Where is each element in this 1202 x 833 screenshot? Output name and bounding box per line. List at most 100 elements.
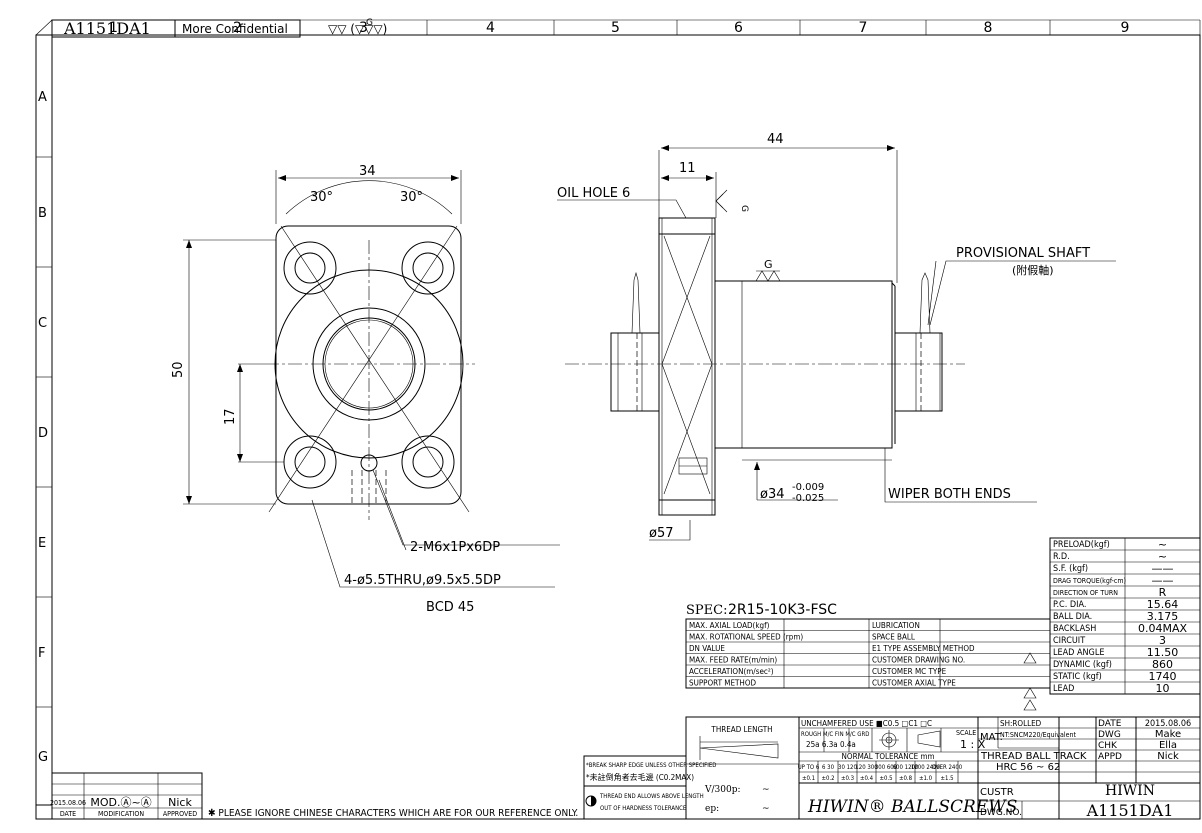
tolerance-range: 120 300 [855, 764, 878, 771]
spec-left-label: SUPPORT METHOD [689, 679, 757, 688]
row-marker-E: E [38, 536, 46, 551]
revision-block [51, 772, 203, 820]
provisional-shaft-label: PROVISIONAL SHAFT [956, 246, 1090, 261]
param-value: —— [1152, 562, 1174, 575]
appd-label: APPD [1098, 752, 1122, 762]
column-marker-2: 2 [233, 20, 242, 36]
column-marker-6: 6 [734, 20, 743, 36]
row-marker-F: F [38, 646, 45, 661]
column-marker-7: 7 [859, 20, 868, 36]
thread-note-1: THREAD END ALLOWS ABOVE LENGTH [599, 793, 704, 800]
row-marker-G: G [38, 750, 48, 765]
tolerance-range: 600 1200 [893, 764, 919, 771]
param-value: ~ [1158, 538, 1167, 551]
v300-label: V/300p: [704, 785, 741, 795]
column-marker-3: 3 [359, 20, 368, 36]
tolerance-value: ±0.1 [802, 775, 815, 782]
mat-label: MAT. [980, 732, 1003, 743]
company-name: HIWIN [1105, 783, 1155, 799]
spec-mid-label: SPACE BALL [872, 633, 915, 642]
spec-left-label: MAX. FEED RATE(m/min) [689, 656, 777, 665]
row-marker-D: D [38, 426, 48, 441]
tolerance-value: ±0.8 [899, 775, 913, 782]
param-value: 10 [1156, 682, 1170, 695]
param-label: DYNAMIC (kgf) [1053, 660, 1112, 670]
tolerance-value: ±1.5 [940, 775, 953, 782]
tolerance-range: 1200 2400 [911, 764, 941, 771]
row-marker-C: C [38, 316, 47, 331]
surface-grade-side: G [739, 205, 749, 212]
revision-header-modification: MODIFICATION [98, 810, 144, 818]
column-marker-5: 5 [611, 20, 620, 36]
spec-left-label: MAX. ROTATIONAL SPEED (rpm) [689, 633, 803, 642]
revision-triangle-icon [1023, 687, 1037, 699]
param-value: R [1159, 586, 1167, 599]
param-value: 3 [1159, 634, 1166, 647]
revision-header-approved: APPROVED [163, 810, 197, 818]
date-label: DATE [1098, 719, 1122, 729]
surface-grade-body: G [764, 258, 773, 271]
param-label: BALL DIA. [1053, 612, 1092, 622]
surface-finish-symbol: ▽▽ (▽▽▽) [328, 22, 387, 36]
tolerance-range: UP TO 6 [798, 764, 820, 771]
appd-value: Nick [1157, 751, 1179, 762]
revision-header-date: DATE [60, 810, 76, 818]
finish-values: 25a 6.3a 0.4a [806, 740, 856, 749]
dim-width-34: 34 [359, 164, 376, 179]
tolerance-range: 300 600 [875, 764, 898, 771]
tap-hole-callout: 2-M6x1Px6DP [410, 540, 500, 555]
mounting-hole-callout: 4-ø5.5THRU,ø9.5x5.5DP [344, 573, 501, 588]
frame-border [35, 34, 1201, 820]
param-value: 860 [1152, 658, 1173, 671]
thread-track: THREAD BALL TRACK [980, 751, 1087, 762]
flange-diameter: ø57 [649, 526, 674, 541]
tolerance-range: OVER 2400 [932, 764, 963, 771]
dim-flange-11: 11 [679, 161, 696, 176]
param-value: ~ [1158, 550, 1167, 563]
param-label: P.C. DIA. [1053, 600, 1086, 610]
dwg-label: DWG [1098, 730, 1121, 740]
param-label: S.F. (kgf) [1053, 564, 1088, 574]
spec-label: SPEC: [686, 603, 727, 618]
provisional-shaft-note: (附假軸) [1012, 263, 1054, 277]
spec-mid-label: CUSTOMER MC TYPE [872, 667, 947, 676]
tolerance-lower: -0.025 [792, 493, 824, 504]
side-view [557, 145, 1116, 541]
revision-triangle-icon [1023, 652, 1037, 664]
param-label: R.D. [1053, 552, 1070, 562]
header-confidentiality: More Confidential [182, 22, 288, 36]
dim-offset-17: 17 [223, 408, 238, 425]
revision-date: 2015.08.06 [50, 799, 86, 807]
tolerance-title: NORMAL TOLERANCE mm [842, 752, 935, 761]
param-value: —— [1152, 574, 1174, 587]
thread-length-label: THREAD LENGTH [710, 725, 772, 734]
spec-left-label: ACCELERATION(m/sec²) [689, 667, 774, 676]
param-value: 3.175 [1147, 610, 1179, 623]
title-block [583, 716, 1201, 820]
hrc: HRC 56 ~ 62 [996, 762, 1060, 773]
dim-angle-right: 30° [400, 190, 423, 205]
bolt-circle-diameter: BCD 45 [426, 600, 474, 615]
tolerance-upper: -0.009 [792, 482, 824, 493]
param-label: CIRCUIT [1053, 636, 1085, 646]
surface-grade: G [366, 18, 373, 28]
dim-length-44: 44 [767, 132, 784, 147]
unchamfered-note: UNCHAMFERED USE ■C0.5 □C1 □C [801, 719, 932, 728]
tolerance-value: ±0.2 [821, 775, 834, 782]
spec-left-label: DN VALUE [689, 644, 725, 653]
dwg-no-label: DWG.NO. [980, 808, 1022, 818]
row-marker-B: B [38, 206, 47, 221]
ep-label: ep: [705, 804, 719, 814]
parameter-table: PRELOAD(kgf)~R.D.~S.F. (kgf)——DRAG TORQU… [1049, 537, 1201, 695]
chk-label: CHK [1098, 741, 1118, 751]
spec-left-label: MAX. AXIAL LOAD(kgf) [689, 621, 770, 630]
thread-note-2: OUT OF HARDNESS TOLERANCE [600, 805, 687, 812]
header-drawing-no: A1151DA1 [63, 19, 151, 38]
dwg-value: Make [1155, 729, 1181, 740]
dim-height-50: 50 [171, 361, 186, 378]
tolerance-value: ±1.0 [919, 775, 933, 782]
spec-value: 2R15-10K3-FSC [728, 602, 837, 618]
revision-triangle-icon [1023, 699, 1037, 711]
